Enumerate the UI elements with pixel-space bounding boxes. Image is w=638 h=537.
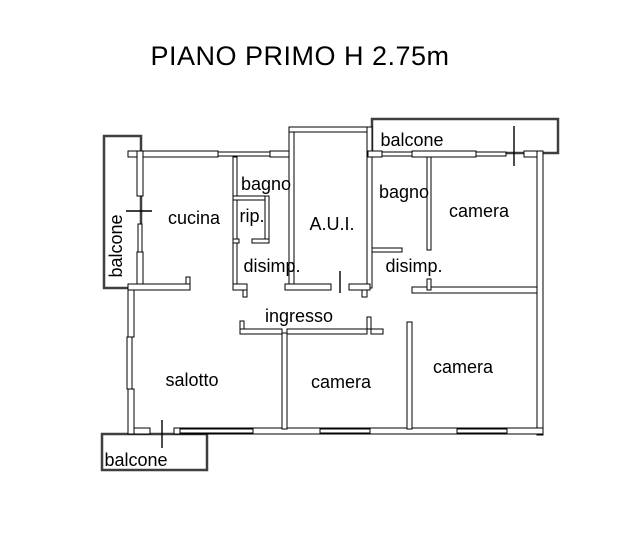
wall-segment: [232, 238, 240, 244]
wall-segment: [232, 195, 270, 201]
window-marker: [319, 428, 371, 434]
walls: [126, 126, 544, 436]
wall-segment: [127, 283, 191, 291]
wall-segment: [127, 283, 135, 338]
wall-segment: [371, 247, 403, 253]
room-label-balcone-bottom: balcone: [104, 450, 167, 470]
window-marker: [381, 151, 413, 157]
wall-segment: [411, 150, 477, 158]
room-label-aui: A.U.I.: [309, 214, 354, 234]
wall-segment: [288, 126, 373, 133]
window-marker: [217, 151, 271, 157]
wall-segment: [281, 332, 288, 430]
door-jamb: [242, 289, 248, 298]
window-marker: [475, 151, 507, 157]
room-label-disimp-left: disimp.: [243, 256, 300, 276]
room-label-balcone-left: balcone: [106, 214, 126, 277]
wall-segment: [232, 156, 238, 285]
wall-segment: [232, 283, 248, 291]
wall-segment: [348, 283, 371, 291]
room-label-camera-top-right: camera: [449, 201, 510, 221]
room-label-disimp-right: disimp.: [385, 256, 442, 276]
room-label-bagno-right: bagno: [379, 182, 429, 202]
wall-segment: [284, 283, 332, 291]
wall-segment: [264, 195, 270, 244]
wall-segment: [406, 321, 413, 430]
window-marker: [456, 428, 508, 434]
balcony-outline-bottom: [100, 432, 209, 472]
door-jamb: [361, 289, 368, 298]
wall-segment: [127, 388, 135, 435]
room-label-salotto: salotto: [165, 370, 218, 390]
wall-segment: [239, 328, 283, 335]
wall-segment: [286, 328, 368, 335]
room-label-ingresso: ingresso: [265, 306, 333, 326]
wall-segment: [411, 286, 538, 294]
door-jamb: [239, 320, 245, 330]
balconies: [100, 117, 560, 472]
door-jamb: [185, 276, 191, 285]
room-label-rip: rip.: [239, 206, 264, 226]
door-jamb: [366, 316, 372, 330]
window-marker: [126, 336, 133, 390]
wall-segment: [367, 150, 383, 158]
wall-segment: [536, 150, 544, 436]
wall-segment: [426, 278, 432, 291]
wall-segment: [370, 328, 384, 335]
room-label-cucina: cucina: [168, 208, 221, 228]
room-label-bagno-left: bagno: [241, 174, 291, 194]
window-marker: [179, 428, 254, 434]
wall-segment: [136, 251, 144, 289]
page-title: PIANO PRIMO H 2.75m: [150, 41, 449, 71]
room-label-camera-bottom: camera: [311, 372, 372, 392]
door-marks: [126, 126, 515, 448]
wall-segment: [136, 150, 144, 197]
room-label-camera-bottom-right: camera: [433, 357, 494, 377]
balcony-outline-left: [102, 134, 143, 290]
room-label-balcone-top: balcone: [380, 130, 443, 150]
wall-segment: [426, 156, 432, 251]
wall-segment: [251, 238, 270, 244]
window-marker: [137, 223, 143, 253]
